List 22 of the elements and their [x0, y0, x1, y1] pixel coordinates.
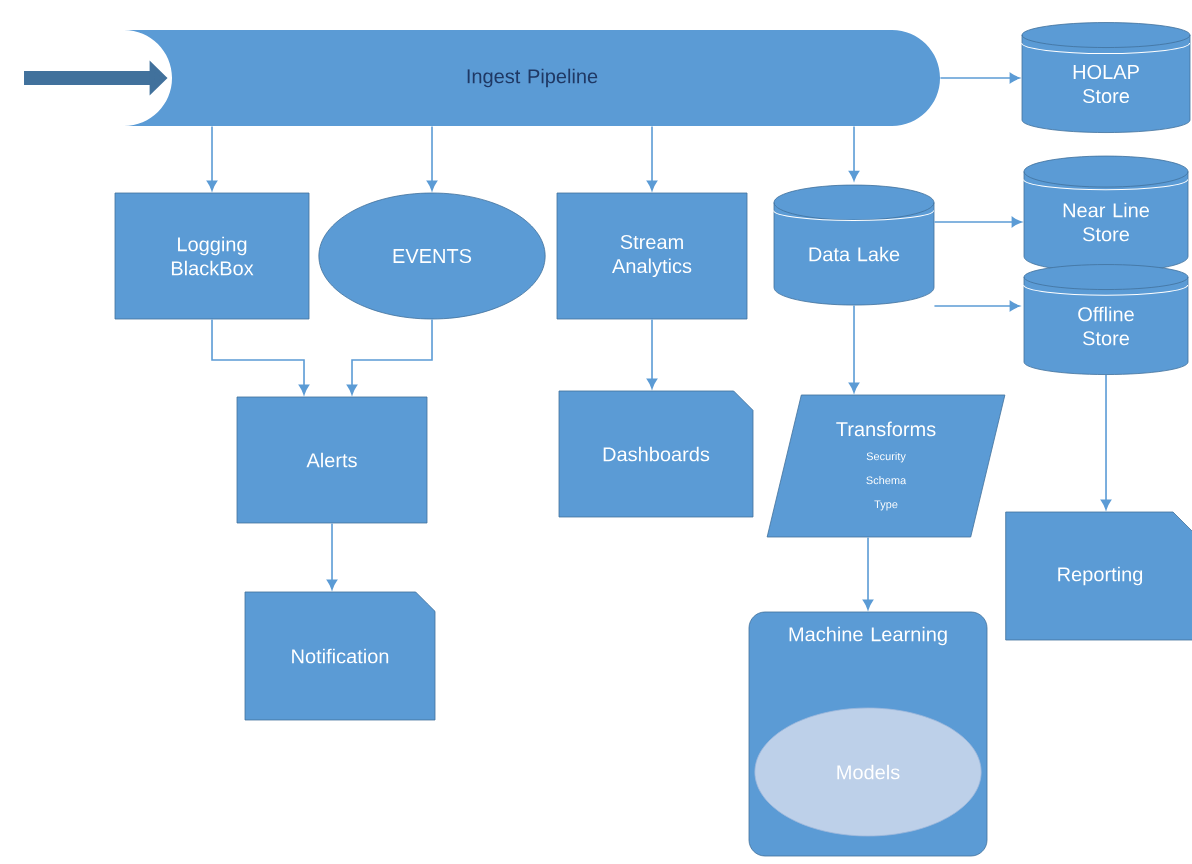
database-cylinder: Data Lake [773, 184, 935, 306]
database-cylinder: Near Line Store [1023, 155, 1189, 273]
process-box: Stream Analytics [556, 192, 748, 320]
arrow [211, 318, 310, 395]
database-cylinder: Offline Store [1023, 264, 1189, 375]
arrow [848, 125, 860, 181]
arrow [933, 300, 1020, 312]
arrow [939, 72, 1020, 84]
arrow [933, 216, 1022, 228]
arrow [426, 125, 438, 191]
arrow [326, 522, 338, 590]
arrow [848, 304, 860, 393]
process-box: Alerts [236, 396, 428, 524]
arrow [646, 125, 658, 191]
arrow [646, 318, 658, 389]
arrow [862, 536, 874, 610]
arrow [1100, 374, 1112, 510]
arrow [346, 318, 433, 395]
arrow [206, 125, 218, 191]
pipeline-band: Ingest Pipeline [124, 30, 940, 126]
database-cylinder: HOLAP Store [1021, 22, 1191, 133]
process-box: Logging BlackBox [114, 192, 310, 320]
